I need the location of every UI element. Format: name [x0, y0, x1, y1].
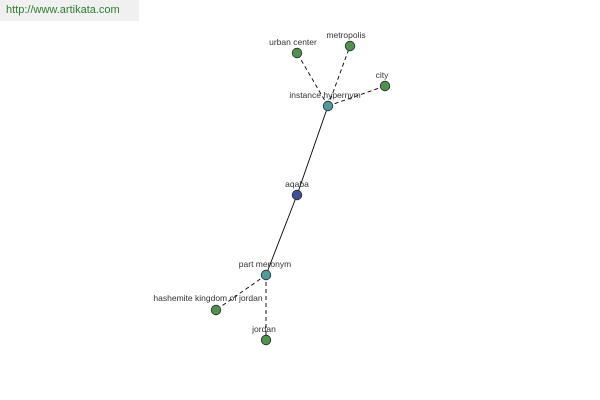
node-marker-instance-hypernym[interactable]: [322, 100, 334, 112]
node-instance-hypernym[interactable]: instance hypernym: [289, 90, 361, 112]
node-part-meronym[interactable]: part meronym: [239, 259, 291, 281]
node-marker-part-meronym[interactable]: [260, 269, 272, 281]
node-metropolis[interactable]: metropolis: [326, 30, 366, 52]
node-label-city: city: [376, 70, 390, 80]
node-city[interactable]: city: [376, 70, 391, 92]
node-layer: aqaba instance hypernym part meronym urban …: [153, 30, 391, 346]
edge-aqaba-to-instance-hypernym: [296, 105, 329, 196]
site-link[interactable]: http://www.artikata.com: [0, 0, 139, 21]
node-marker-jordan[interactable]: [260, 334, 272, 346]
edge-instance-hypernym-to-urban-center: [296, 52, 329, 107]
node-hashemite-kingdom-of-jordan[interactable]: hashemite kingdom of jordan: [153, 293, 263, 316]
node-label-metropolis: metropolis: [326, 30, 365, 40]
node-label-part-meronym: part meronym: [239, 259, 291, 269]
node-jordan[interactable]: jordan: [251, 324, 276, 346]
node-marker-metropolis[interactable]: [344, 40, 356, 52]
node-label-instance-hypernym: instance hypernym: [289, 90, 360, 100]
node-aqaba[interactable]: aqaba: [285, 179, 309, 201]
node-marker-hashemite-kingdom-of-jordan[interactable]: [210, 304, 222, 316]
node-urban-center[interactable]: urban center: [269, 37, 317, 59]
node-marker-urban-center[interactable]: [291, 47, 303, 59]
edge-instance-hypernym-to-metropolis: [327, 45, 351, 107]
node-marker-city[interactable]: [379, 80, 391, 92]
edge-instance-hypernym-to-city: [327, 85, 386, 107]
edge-part-meronym-to-hashemite-kingdom-of-jordan: [215, 274, 267, 311]
node-label-jordan: jordan: [251, 324, 276, 334]
node-label-hashemite-kingdom-of-jordan: hashemite kingdom of jordan: [153, 293, 262, 303]
edge-aqaba-to-part-meronym: [265, 194, 298, 276]
edge-layer: [215, 45, 386, 340]
node-marker-aqaba[interactable]: [291, 189, 303, 201]
node-label-urban-center: urban center: [269, 37, 317, 47]
node-label-aqaba: aqaba: [285, 179, 309, 189]
